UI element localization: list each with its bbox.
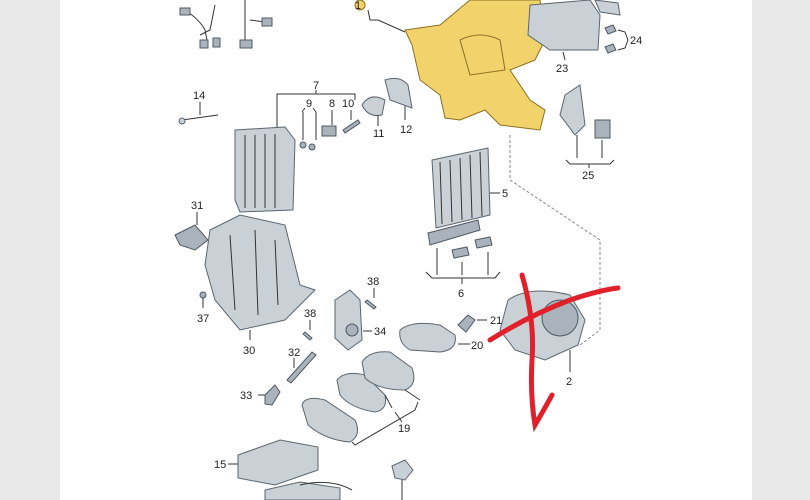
callout-2: 2 [566, 376, 572, 388]
callout-1: 1 [355, 0, 361, 12]
wiring-harness [179, 0, 273, 49]
part-2-blower-motor [499, 290, 586, 372]
part-5-pollen-filter [431, 147, 500, 229]
callout-37: 37 [197, 313, 209, 325]
part-37-screw [199, 291, 207, 308]
callout-23: 23 [556, 63, 568, 75]
part-11-12-seals [361, 77, 413, 126]
part-33-clip [258, 384, 281, 406]
callout-12: 12 [400, 124, 412, 136]
part-7-heater-core [234, 90, 361, 213]
callout-38b: 38 [304, 308, 316, 320]
callout-33: 33 [240, 390, 252, 402]
callout-labels: 1 23 24 14 7 9 8 10 11 12 25 5 31 6 38 3… [191, 0, 642, 471]
callout-11: 11 [373, 128, 384, 140]
part-6-covers [425, 219, 501, 284]
part-14-sensor [178, 102, 219, 125]
part-21-connector [457, 314, 487, 333]
red-cross-annotation [487, 272, 621, 433]
part-19-seals [301, 351, 421, 446]
callout-21: 21 [490, 315, 502, 327]
parts-diagram: 1 23 24 14 7 9 8 10 11 12 25 5 31 6 38 3… [174, 0, 642, 500]
callout-8: 8 [329, 98, 335, 110]
callout-6: 6 [458, 288, 464, 300]
callout-24: 24 [630, 35, 642, 47]
callout-14: 14 [193, 90, 205, 102]
callout-5: 5 [502, 188, 508, 200]
callout-34: 34 [374, 326, 386, 338]
callout-25: 25 [582, 170, 594, 182]
part-38-screws [302, 288, 377, 341]
callout-9: 9 [306, 98, 312, 110]
part-24-clips [604, 24, 629, 54]
callout-31: 31 [191, 200, 203, 212]
main-housing-highlighted [354, 0, 546, 131]
callout-19: 19 [398, 423, 410, 435]
part-34-actuator [334, 289, 372, 351]
part-30-evaporator-housing [204, 214, 316, 340]
part-23-housing [527, 0, 621, 61]
part-31-bracket [174, 212, 209, 251]
part-32-rod [286, 351, 317, 384]
callout-15: 15 [214, 459, 226, 471]
callout-38a: 38 [367, 276, 379, 288]
callout-30: 30 [243, 345, 255, 357]
callout-20: 20 [471, 340, 483, 352]
callout-7: 7 [313, 80, 319, 92]
callout-32: 32 [288, 347, 300, 359]
parts-diagram-sheet: 1 23 24 14 7 9 8 10 11 12 25 5 31 6 38 3… [60, 0, 752, 500]
part-25-bracket [559, 84, 615, 168]
callout-10: 10 [342, 98, 354, 110]
part-15-control-unit [228, 439, 414, 500]
part-20-duct [399, 322, 470, 353]
